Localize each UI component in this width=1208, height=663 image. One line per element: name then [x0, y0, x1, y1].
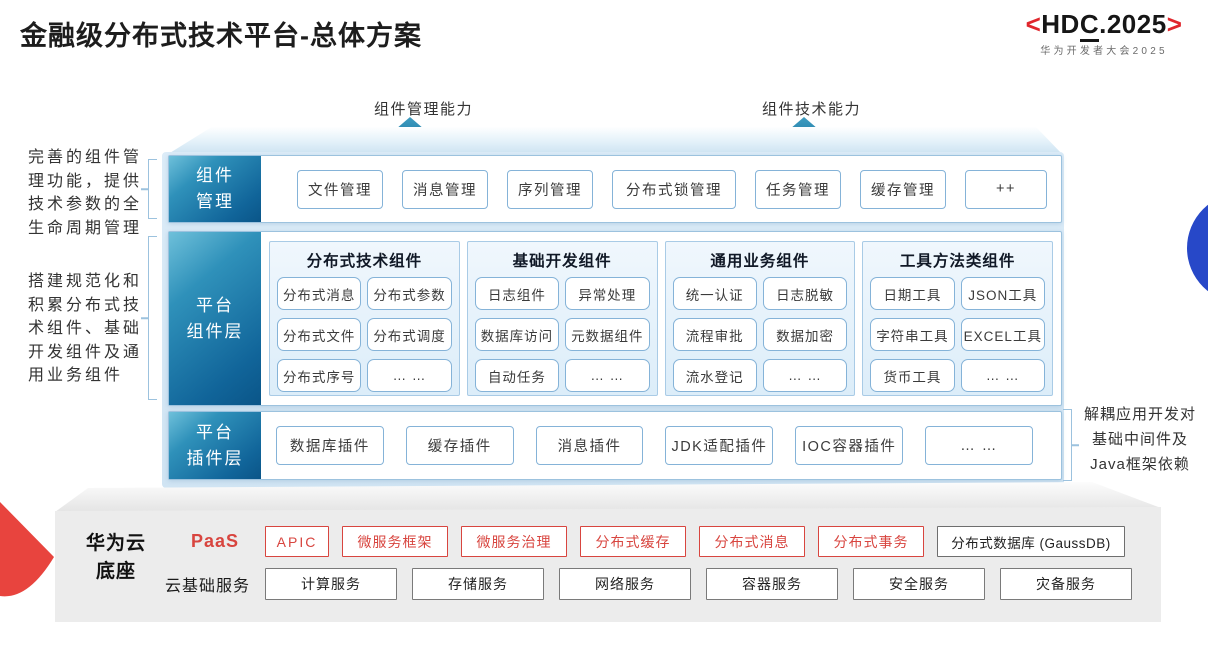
group-title: 基础开发组件 — [512, 253, 612, 270]
note-component-management: 完善的组件管理功能，提供技术参数的全生命周期管理 — [28, 149, 143, 237]
paas-chip: 微服务框架 — [342, 526, 448, 557]
paas-chip: 分布式事务 — [818, 526, 924, 557]
component-chip: 分布式参数 — [367, 277, 452, 310]
note-component-building: 搭建规范化和积累分布式技术组件、基础开发组件及通用业务组件 — [28, 273, 143, 384]
gaussdb-chip: 分布式数据库 (GaussDB) — [937, 526, 1125, 557]
component-chip: 日志组件 — [474, 277, 560, 310]
layer-platform-plugins: 平台 插件层 数据库插件 缓存插件 消息插件 JDK适配插件 IOC容器插件 …… — [168, 411, 1062, 480]
left-bracket-icon — [148, 236, 157, 400]
component-groups: 分布式技术组件 分布式消息 分布式参数 分布式文件 分布式调度 分布式序号 … … — [261, 232, 1061, 405]
component-chip: … … — [960, 359, 1045, 392]
hdc-logo-text: <HDC.2025> — [1004, 8, 1204, 42]
layer-label: 平台 插件层 — [169, 412, 261, 479]
layer-label: 平台 组件层 — [169, 232, 261, 405]
cloud-chip: 容器服务 — [706, 568, 838, 600]
management-items: 文件管理 消息管理 序列管理 分布式锁管理 任务管理 缓存管理 ++ — [261, 156, 1061, 222]
group-title: 通用业务组件 — [710, 253, 810, 270]
management-chip: 序列管理 — [507, 169, 593, 209]
component-chip: 统一认证 — [672, 277, 757, 310]
management-chip: ++ — [965, 169, 1047, 209]
component-chip: EXCEL工具 — [960, 318, 1045, 351]
cloud-base-label: 云基础服务 — [165, 578, 251, 595]
logo-c-underlined: C — [1079, 9, 1100, 42]
foundation-label: 华为云 底座 — [85, 533, 146, 582]
logo-right-angle-icon: > — [1166, 9, 1183, 39]
red-wedge-icon — [0, 502, 54, 597]
management-chip: 消息管理 — [402, 169, 488, 209]
component-chip: 分布式消息 — [277, 277, 362, 310]
component-chip: 元数据组件 — [565, 318, 650, 351]
platform-slab-top-face — [166, 127, 1063, 155]
paas-services: APIC 微服务框架 微服务治理 分布式缓存 分布式消息 分布式事务 分布式数据… — [265, 526, 1125, 557]
group-utility-methods: 工具方法类组件 日期工具 JSON工具 字符串工具 EXCEL工具 货币工具 …… — [862, 241, 1053, 396]
management-chip: 缓存管理 — [860, 169, 946, 209]
plugin-chip: JDK适配插件 — [665, 426, 774, 465]
component-chip: … … — [367, 359, 452, 392]
component-chip: … … — [762, 359, 848, 392]
hdc-logo: <HDC.2025> 华为开发者大会2025 — [1004, 8, 1204, 57]
page-title: 金融级分布式技术平台-总体方案 — [20, 21, 422, 51]
component-chip: 流程审批 — [672, 318, 757, 351]
group-grid: 日志组件 异常处理 数据库访问 元数据组件 自动任务 … … — [468, 277, 657, 400]
paas-chip: 分布式缓存 — [580, 526, 686, 557]
component-chip: 分布式调度 — [367, 318, 452, 351]
group-title: 分布式技术组件 — [306, 253, 423, 270]
component-chip: 字符串工具 — [870, 318, 955, 351]
blue-circle-decoration — [1187, 193, 1208, 303]
group-grid: 分布式消息 分布式参数 分布式文件 分布式调度 分布式序号 … … — [270, 277, 459, 400]
component-chip: 流水登记 — [672, 359, 757, 392]
layer-label: 组件 管理 — [169, 156, 261, 222]
layer-platform-components: 平台 组件层 分布式技术组件 分布式消息 分布式参数 分布式文件 分布式调度 分… — [168, 231, 1062, 406]
management-chip: 任务管理 — [755, 169, 841, 209]
group-title: 工具方法类组件 — [899, 253, 1016, 270]
group-basic-dev: 基础开发组件 日志组件 异常处理 数据库访问 元数据组件 自动任务 … … — [466, 241, 658, 396]
group-grid: 日期工具 JSON工具 字符串工具 EXCEL工具 货币工具 … … — [863, 277, 1052, 400]
management-chip: 分布式锁管理 — [612, 169, 736, 209]
group-grid: 统一认证 日志脱敏 流程审批 数据加密 流水登记 … … — [666, 277, 855, 400]
component-chip: 自动任务 — [474, 359, 560, 392]
huawei-cloud-foundation: 华为云 底座 PaaS APIC 微服务框架 微服务治理 分布式缓存 分布式消息… — [55, 480, 1161, 622]
note-decoupling: 解耦应用开发对 基础中间件及 Java框架依赖 — [1083, 406, 1196, 473]
component-chip: 分布式文件 — [277, 318, 362, 351]
group-common-business: 通用业务组件 统一认证 日志脱敏 流程审批 数据加密 流水登记 … … — [664, 241, 856, 396]
paas-chip: APIC — [265, 526, 329, 557]
component-chip: 数据库访问 — [474, 318, 560, 351]
plugin-chip: 缓存插件 — [405, 426, 514, 465]
component-chip: … … — [565, 359, 650, 392]
plugin-chip: … … — [925, 426, 1033, 465]
cloud-chip: 灾备服务 — [1000, 568, 1132, 600]
paas-label: PaaS — [190, 531, 240, 551]
component-chip: 货币工具 — [870, 359, 955, 392]
layer-component-management: 组件 管理 文件管理 消息管理 序列管理 分布式锁管理 任务管理 缓存管理 ++ — [168, 155, 1062, 223]
cloud-chip: 存储服务 — [412, 568, 544, 600]
plugin-items: 数据库插件 缓存插件 消息插件 JDK适配插件 IOC容器插件 … … — [261, 412, 1061, 479]
hdc-logo-subtitle: 华为开发者大会2025 — [1040, 46, 1168, 57]
component-chip: 数据加密 — [762, 318, 848, 351]
logo-hd: HD — [1041, 9, 1080, 39]
paas-chip: 微服务治理 — [461, 526, 567, 557]
cloud-chip: 安全服务 — [853, 568, 985, 600]
right-bracket-icon — [1063, 409, 1072, 481]
component-chip: JSON工具 — [960, 277, 1045, 310]
cloud-chip: 网络服务 — [559, 568, 691, 600]
left-bracket-icon — [148, 159, 157, 219]
cloud-chip: 计算服务 — [265, 568, 397, 600]
component-chip: 日志脱敏 — [762, 277, 848, 310]
component-chip: 日期工具 — [870, 277, 955, 310]
arrow-label-management-capability: 组件管理能力 — [374, 101, 474, 118]
plugin-chip: 消息插件 — [535, 426, 644, 465]
arrow-label-technical-capability: 组件技术能力 — [762, 101, 862, 118]
component-chip: 分布式序号 — [277, 359, 362, 392]
logo-left-angle-icon: < — [1025, 9, 1042, 39]
plugin-chip: IOC容器插件 — [795, 426, 904, 465]
component-chip: 异常处理 — [565, 277, 650, 310]
logo-year: .2025 — [1099, 9, 1167, 39]
management-chip: 文件管理 — [297, 169, 383, 209]
paas-chip: 分布式消息 — [699, 526, 805, 557]
plugin-chip: 数据库插件 — [276, 426, 384, 465]
cloud-base-services: 计算服务 存储服务 网络服务 容器服务 安全服务 灾备服务 — [265, 568, 1132, 600]
group-distributed-tech: 分布式技术组件 分布式消息 分布式参数 分布式文件 分布式调度 分布式序号 … … — [269, 241, 460, 396]
